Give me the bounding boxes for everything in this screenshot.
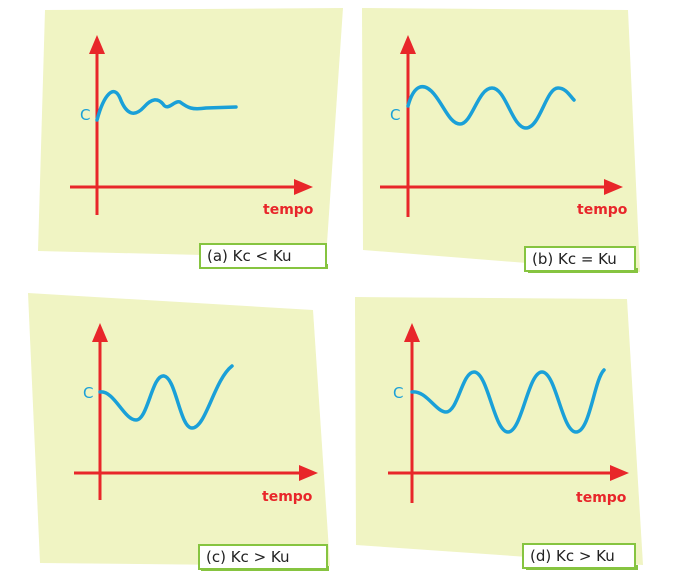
panel-d: C tempo xyxy=(388,323,629,506)
panel-b: C tempo xyxy=(380,35,628,218)
panel-b-x-arrow xyxy=(604,179,623,195)
panel-d-axis-label: tempo xyxy=(576,490,627,506)
panel-d-x-arrow xyxy=(610,465,629,481)
caption-b: (b) Kc = Ku xyxy=(524,246,636,272)
panel-c-y-arrow xyxy=(92,323,108,342)
panel-d-y-arrow xyxy=(404,323,420,342)
panel-a-response-curve xyxy=(95,90,238,122)
panel-b-y-arrow xyxy=(400,35,416,54)
panel-a: C tempo xyxy=(70,35,314,218)
panel-b-axis-label: tempo xyxy=(577,202,628,218)
panel-c: C tempo xyxy=(74,323,318,505)
caption-c: (c) Kc > Ku xyxy=(198,544,328,570)
panel-a-background xyxy=(38,8,343,258)
panel-c-x-arrow xyxy=(299,465,318,481)
caption-d: (d) Kc > Ku xyxy=(522,543,636,569)
panel-a-c-label: C xyxy=(80,106,90,124)
panel-d-response-curve xyxy=(410,368,606,434)
panel-b-background xyxy=(362,8,640,272)
caption-a: (a) Kc < Ku xyxy=(199,243,327,269)
panel-b-response-curve xyxy=(406,84,576,130)
panel-c-axis-label: tempo xyxy=(262,489,313,505)
panel-c-response-curve xyxy=(98,364,234,430)
panel-d-background xyxy=(355,297,643,565)
panel-a-axis-label: tempo xyxy=(263,202,314,218)
panel-a-x-arrow xyxy=(294,179,313,195)
panel-c-background xyxy=(28,293,330,566)
panel-c-c-label: C xyxy=(83,384,93,402)
panel-d-c-label: C xyxy=(393,384,403,402)
panel-a-y-arrow xyxy=(89,35,105,54)
panel-b-c-label: C xyxy=(390,106,400,124)
